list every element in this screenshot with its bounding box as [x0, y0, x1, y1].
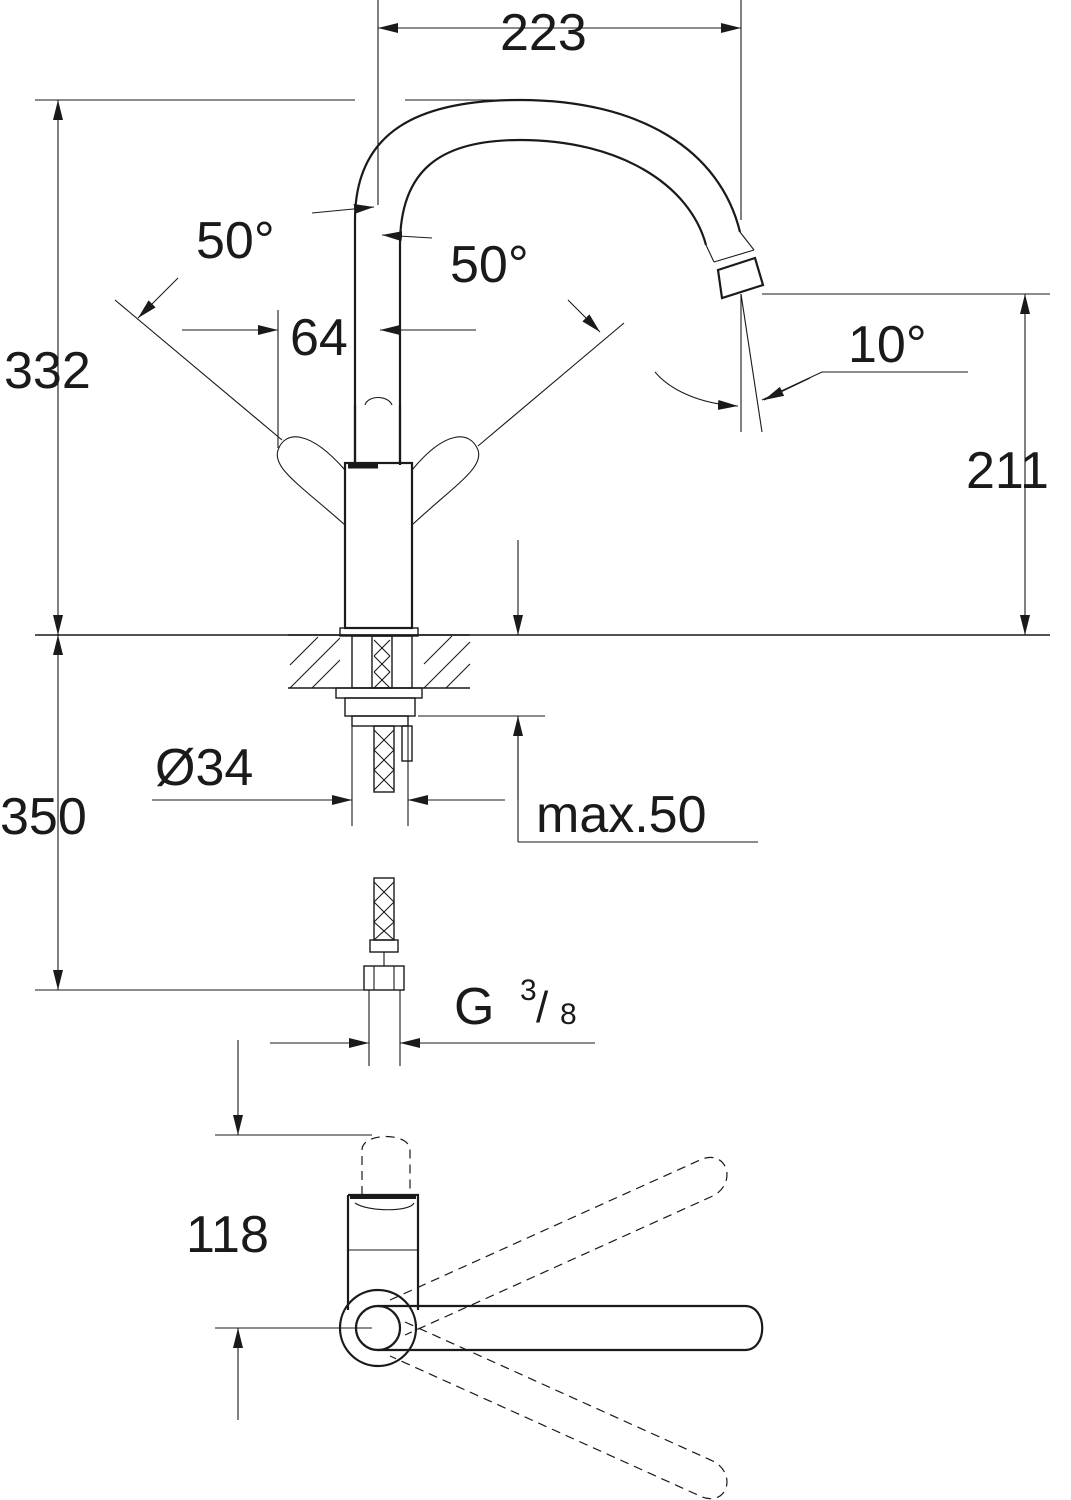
dim-118: 118: [186, 1206, 269, 1264]
dimension-labels: 223 332 211 350 64 50° 50° 10° Ø34 max.5…: [0, 4, 1049, 1264]
faucet-body: [343, 461, 414, 630]
lever-ghost-lower: [389, 1321, 728, 1500]
spout-outer: [353, 98, 742, 465]
dim-thread-num: 3: [520, 974, 537, 1007]
dim-332: 332: [4, 342, 91, 400]
faucet-plan-view: [338, 1135, 764, 1500]
lever-right-ghost: [411, 436, 480, 526]
lever-ghost-upper: [389, 1156, 728, 1336]
spout-tip: [716, 256, 765, 300]
svg-text:/: /: [536, 983, 549, 1032]
spout-inner: [398, 138, 708, 465]
lever-handle: [378, 1304, 764, 1352]
supply-hose: [373, 725, 395, 793]
dim-max-50: max.50: [536, 786, 707, 844]
dim-angle-right: 50°: [450, 236, 529, 294]
dim-64: 64: [290, 309, 348, 367]
connector-nut: [363, 965, 405, 991]
dim-thread-den: 8: [560, 998, 577, 1031]
lever-left-ghost: [276, 436, 346, 526]
dim-angle-spout: 10°: [848, 316, 927, 374]
dim-angle-left: 50°: [196, 212, 275, 270]
faucet-elevation: [35, 0, 1050, 1066]
dim-thread-g: G: [454, 978, 494, 1036]
dim-223: 223: [500, 4, 587, 62]
dim-211: 211: [966, 442, 1049, 500]
dim-diameter: Ø34: [155, 739, 253, 797]
dim-350: 350: [0, 788, 87, 846]
dimension-lines: [53, 23, 1030, 1420]
